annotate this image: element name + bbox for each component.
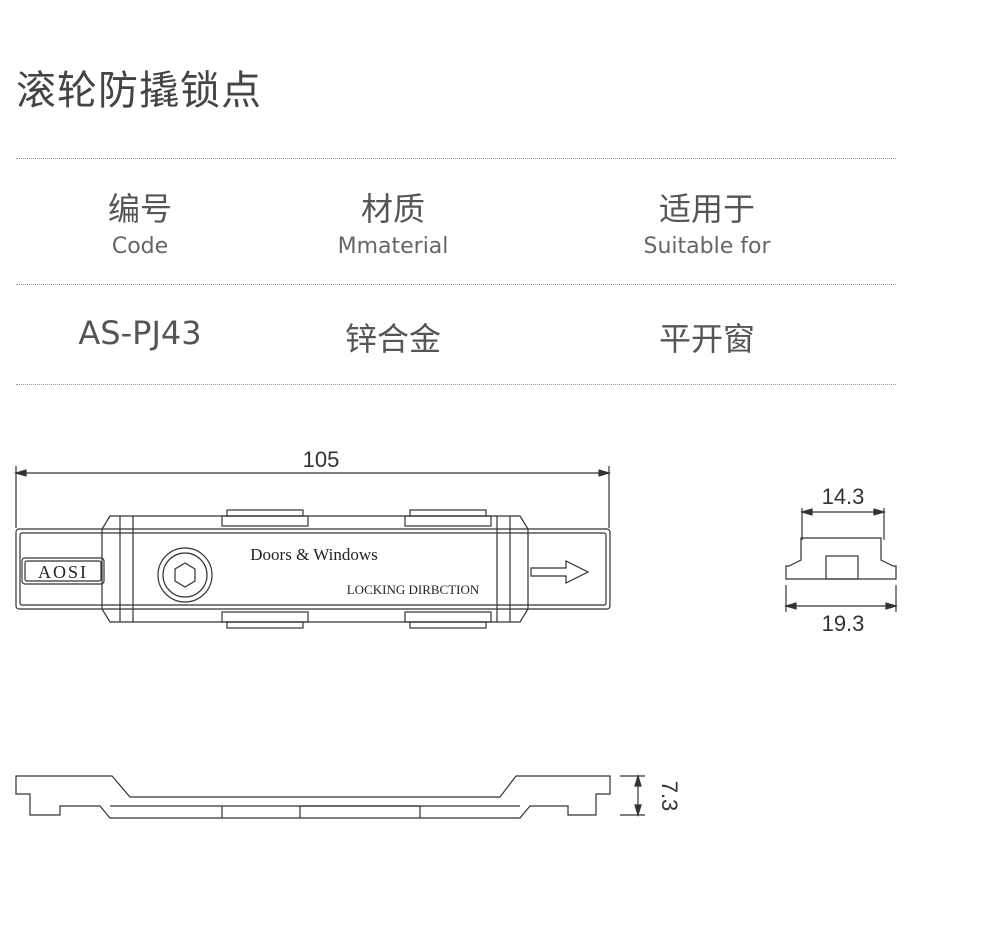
header-suitable: 适用于 Suitable for [577,184,837,259]
brand-logo [21,557,105,585]
header-suitable-en: Suitable for [643,234,771,259]
header-code-cn: 编号 [107,190,172,228]
arrow-right-icon [530,560,590,584]
dim-length: 105 [303,447,340,472]
hex-screw-icon [157,547,213,603]
dim-bottom-width: 19.3 [822,611,865,636]
header-material-cn: 材质 [360,190,425,228]
value-material: 锌合金 [344,320,441,358]
dim-top-width: 14.3 [822,484,865,509]
header-material-en: Mmaterial [337,234,449,259]
end-view [783,508,899,612]
side-view [15,773,645,819]
header-code-en: Code [111,234,169,259]
label-locking-direction: LOCKING DIRBCTION [347,582,480,597]
page-title: 滚轮防撬锁点 [16,68,262,114]
brand-text: AOSI [38,562,88,582]
header-suitable-cn: 适用于 [658,190,755,228]
header-material: 材质 Mmaterial [263,184,523,259]
table-rule-bottom [16,384,896,385]
value-suitable: 平开窗 [658,320,755,358]
value-code: AS-PJ43 [78,314,202,352]
header-code: 编号 Code [10,184,270,259]
top-view [13,466,612,629]
label-doors-windows: Doors & Windows [250,545,377,564]
dim-height: 7.3 [657,781,682,812]
table-rule-middle [16,284,896,285]
table-rule-top [16,158,896,159]
